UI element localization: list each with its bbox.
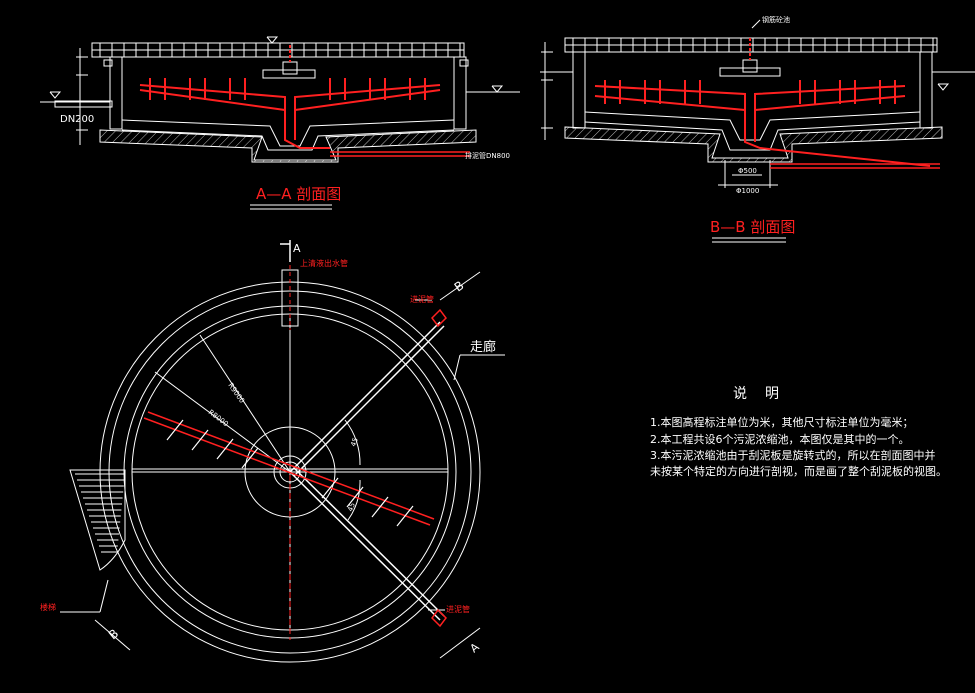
bb-right-wall [919, 51, 933, 129]
plan-sludge-pipe-ends [431, 308, 447, 628]
scraper-blade-mark [371, 496, 389, 518]
scraper-blade-mark [346, 486, 364, 508]
bb-scraper-arms [594, 38, 940, 169]
label-sludge-pipe-bottom: 进泥管 [446, 604, 470, 614]
section-bb-title: B—B 剖面图 [710, 218, 795, 236]
bb-dim-1: Φ500 [738, 167, 757, 175]
dim-radius-1: R9000 [226, 382, 246, 405]
section-aa-drawing [40, 36, 520, 163]
aa-left-wall [109, 56, 123, 130]
scraper-blade-mark [166, 419, 184, 441]
section-mark-a-bottom: A [468, 640, 482, 655]
section-bb-drawing [540, 19, 975, 188]
aa-foundation [99, 129, 477, 163]
note-item-2: 2.本工程共设6个污泥浓缩池，本图仅是其中的一个。 [650, 433, 910, 446]
bb-foundation [564, 126, 943, 163]
notes-title: 说明 [733, 386, 797, 402]
dim-radius-2: R8000 [207, 408, 230, 428]
scraper-blade-mark [191, 429, 209, 451]
dim-angle-2: 45 [346, 502, 357, 513]
scraper-blade-mark [216, 438, 234, 460]
label-corridor: 走廊 [470, 339, 496, 355]
scraper-blade-mark [396, 505, 414, 527]
section-aa-title: A—A 剖面图 [256, 185, 341, 203]
bb-left-wall [572, 51, 586, 129]
note-item-1: 1.本图高程标注单位为米，其他尺寸标注单位为毫米； [650, 416, 914, 429]
dim-angle-1: 45 [349, 437, 360, 448]
section-mark-b-top: B [452, 278, 467, 294]
plan-view-drawing [60, 240, 505, 663]
aa-right-wall [453, 56, 467, 130]
scraper-blade-mark [321, 477, 339, 499]
note-item-3: 3.本污泥浓缩池由于刮泥板是旋转式的，所以在剖面图中并 [650, 449, 936, 462]
scraper-blade-mark [241, 447, 259, 469]
bb-top-label: 钢筋砼池 [762, 15, 790, 24]
plan-scraper-arm [143, 411, 435, 640]
note-item-4: 未按某个特定的方向进行剖视，而是画了整个刮泥板的视图。 [650, 465, 947, 478]
section-mark-a-top: A [293, 242, 301, 255]
label-overflow-pipe: 上清液出水管 [300, 258, 348, 268]
label-sludge-pipe-top: 进泥管 [410, 294, 434, 304]
aa-pipe-right-label: 排泥管DN800 [465, 151, 510, 160]
aa-pipe-left-label: DN200 [60, 114, 94, 125]
bb-dim-2: Φ1000 [736, 187, 759, 195]
label-stair: 楼梯 [40, 602, 56, 612]
